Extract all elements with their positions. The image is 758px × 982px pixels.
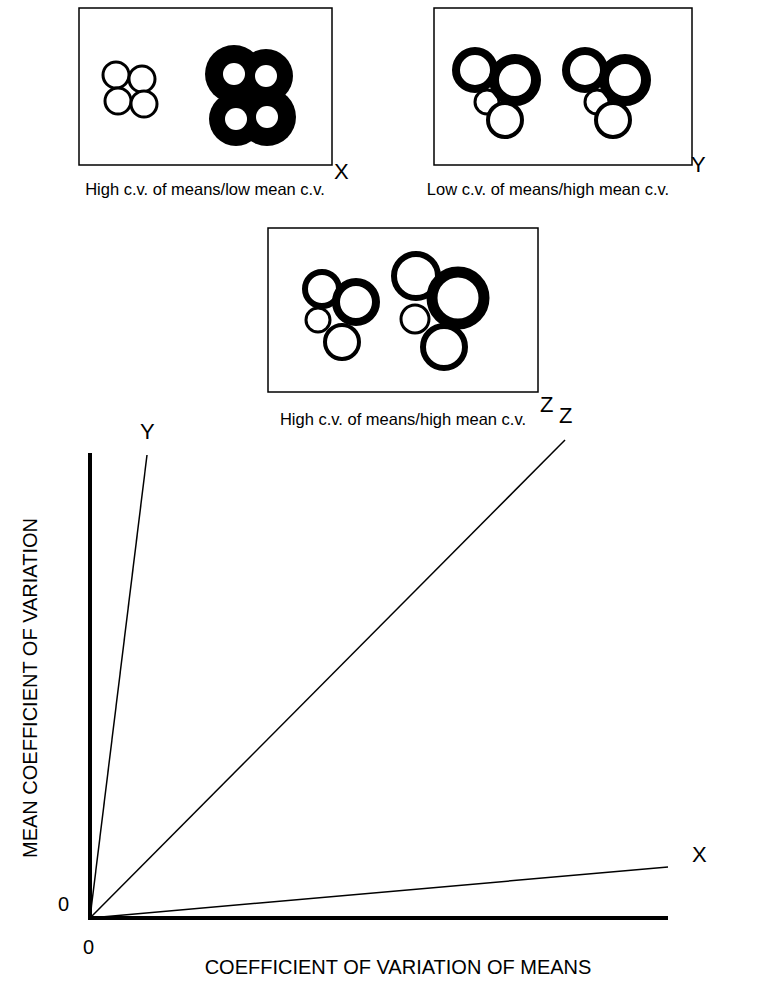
panel-letter: Y	[691, 153, 706, 177]
panel-caption: High c.v. of means/low mean c.v.	[85, 180, 325, 198]
axis-title: COEFFICIENT OF VARIATION OF MEANS	[205, 956, 592, 978]
panel-frame	[434, 8, 692, 165]
line-label: X	[692, 843, 707, 867]
mixed-circles	[305, 254, 484, 368]
panel-frame	[268, 228, 538, 392]
thick-circles	[205, 45, 296, 146]
panel-letter: X	[334, 160, 349, 184]
axis-origin: 0	[58, 893, 69, 915]
panel-frame	[79, 8, 332, 165]
line-label: Z	[559, 404, 572, 428]
axis-title: MEAN COEFFICIENT OF VARIATION	[19, 518, 41, 858]
axis-origin: 0	[83, 936, 94, 958]
panel-letter: Z	[540, 393, 553, 417]
mixed-circles	[456, 51, 646, 137]
panel-caption: Low c.v. of means/high mean c.v.	[427, 180, 669, 198]
line-label: Y	[140, 420, 155, 444]
thin-circles	[103, 62, 157, 117]
panel-caption: High c.v. of means/high mean c.v.	[280, 410, 526, 428]
chart-lines	[88, 440, 668, 920]
